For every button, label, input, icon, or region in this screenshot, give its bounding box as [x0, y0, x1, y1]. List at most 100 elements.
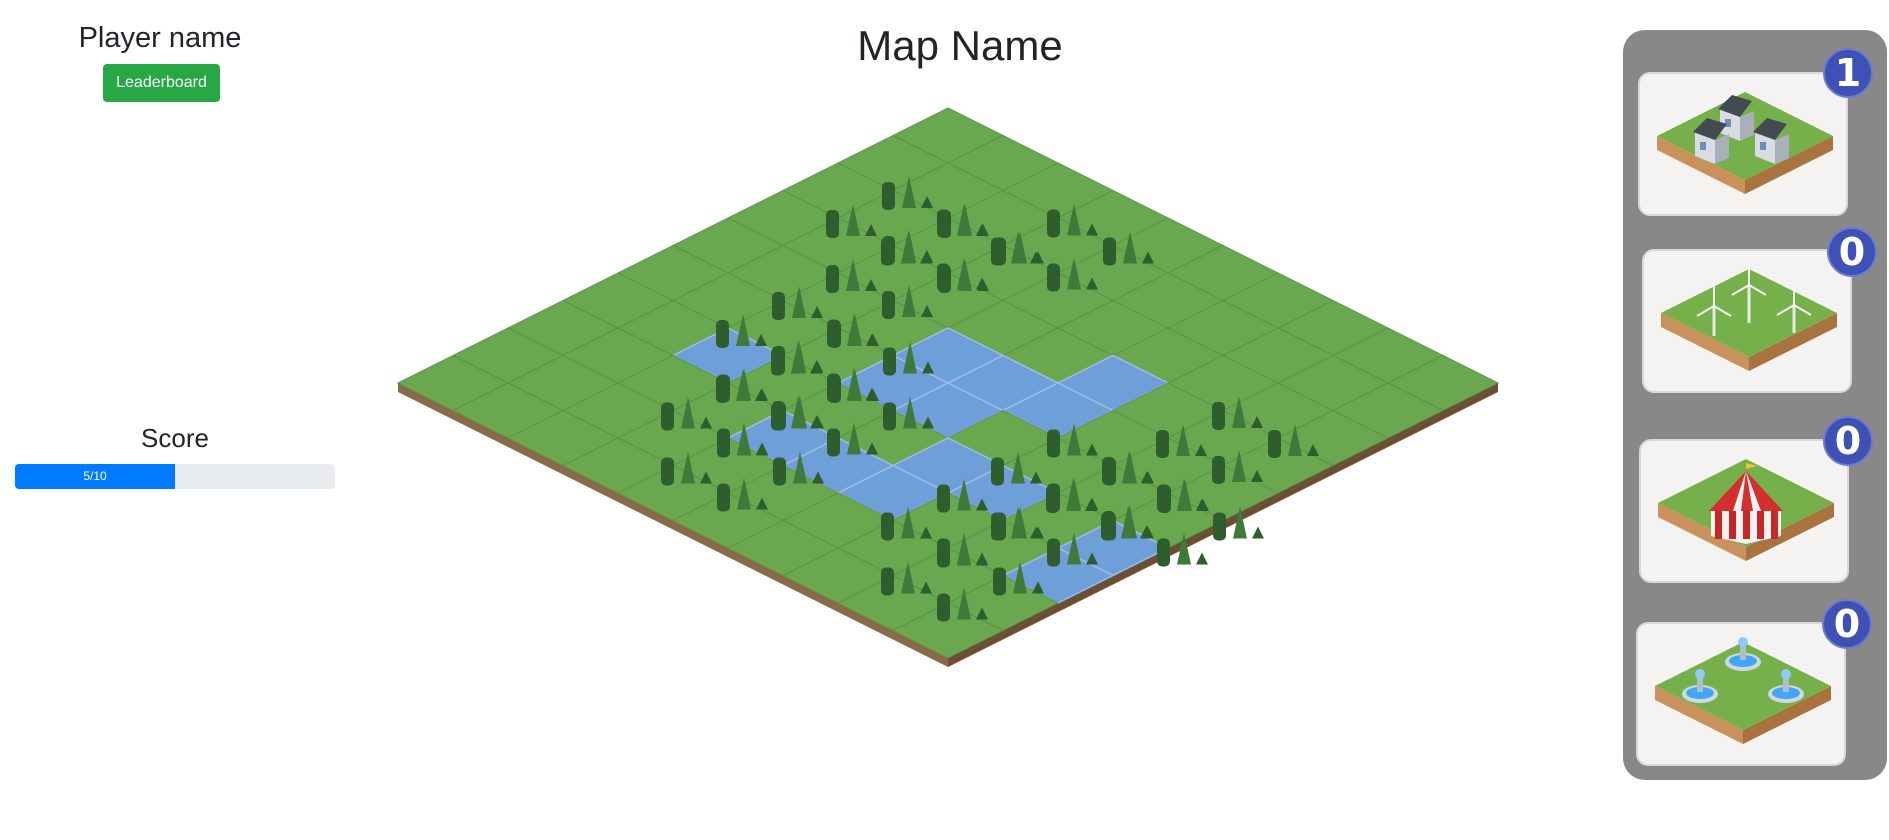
- tree: [883, 347, 896, 376]
- tile-side: [1749, 313, 1837, 371]
- tile-side: [1745, 136, 1833, 194]
- tree: [847, 422, 861, 455]
- tile-side: [1657, 136, 1745, 194]
- tile-side: [1661, 313, 1749, 371]
- tree: [1067, 532, 1081, 565]
- tree: [793, 451, 807, 484]
- fountains-count-badge: 0: [1822, 599, 1872, 649]
- tree: [827, 374, 840, 403]
- tree: [1086, 277, 1098, 290]
- tree: [812, 471, 824, 484]
- fountain-spray: [1738, 637, 1748, 647]
- fountain-spray: [1695, 669, 1705, 679]
- tree: [1047, 538, 1060, 567]
- tree: [1103, 237, 1116, 266]
- tree: [991, 457, 1004, 486]
- tree: [1176, 424, 1190, 456]
- building-card-fountains[interactable]: [1636, 622, 1846, 766]
- tree: [827, 428, 840, 457]
- score-label: Score: [141, 423, 209, 453]
- tree: [938, 265, 951, 293]
- tree: [1122, 451, 1136, 483]
- tree: [1212, 402, 1225, 430]
- tree: [1142, 251, 1154, 264]
- tile-side: [1743, 686, 1831, 744]
- tree: [1288, 424, 1302, 456]
- tree: [811, 361, 823, 373]
- tree: [1251, 470, 1263, 482]
- tree: [993, 567, 1006, 596]
- tree: [937, 484, 950, 513]
- tree: [1232, 396, 1246, 428]
- tree: [1252, 526, 1264, 539]
- tree: [1030, 471, 1042, 484]
- tree: [1047, 263, 1060, 292]
- tent-roof-stripe: [1733, 471, 1746, 511]
- tree: [922, 361, 934, 374]
- tent-stripe: [1715, 511, 1722, 539]
- building-card-windmills[interactable]: [1642, 249, 1852, 393]
- tree: [737, 423, 751, 456]
- tree-cluster: [991, 478, 1154, 567]
- tent-roof-stripe: [1746, 471, 1761, 511]
- tree: [901, 506, 915, 539]
- fountain-water: [1729, 655, 1757, 667]
- tree: [792, 286, 806, 318]
- tree: [1123, 506, 1137, 539]
- tree: [717, 483, 730, 512]
- tent-flag: [1746, 463, 1757, 469]
- tree-cluster: [1156, 396, 1319, 484]
- tree: [756, 443, 768, 456]
- tree: [958, 259, 972, 291]
- tree: [756, 388, 768, 401]
- tree: [772, 292, 785, 320]
- house-roof: [1718, 95, 1752, 117]
- tree: [1086, 223, 1098, 236]
- tree: [1157, 538, 1170, 567]
- tree: [1032, 526, 1044, 539]
- tree: [826, 265, 839, 293]
- tent-roof: [1709, 471, 1783, 511]
- isometric-map[interactable]: [0, 0, 1600, 700]
- tree: [846, 259, 860, 291]
- tree: [793, 396, 807, 429]
- tree: [1102, 457, 1115, 485]
- tree: [661, 402, 674, 431]
- building-card-houses[interactable]: [1638, 72, 1848, 216]
- tree: [1011, 451, 1025, 484]
- tree: [1047, 429, 1060, 458]
- leaderboard-button[interactable]: Leaderboard: [103, 64, 220, 102]
- tree: [847, 313, 861, 346]
- fountain-water: [1686, 687, 1714, 699]
- turbine-blade: [1731, 284, 1750, 296]
- tree: [902, 176, 916, 208]
- tree: [976, 498, 988, 511]
- tree: [1141, 471, 1153, 483]
- turbine-blade: [1713, 305, 1732, 317]
- tree: [902, 285, 916, 317]
- tile-side: [1655, 686, 1743, 744]
- tree: [700, 471, 712, 484]
- building-card-circus[interactable]: [1639, 439, 1849, 583]
- houses-count-badge: 1: [1823, 48, 1873, 98]
- tree: [993, 512, 1006, 541]
- tree: [1067, 423, 1081, 456]
- tree: [1177, 478, 1191, 511]
- house-window: [1725, 119, 1731, 127]
- turbine-blade: [1696, 305, 1715, 317]
- tree: [827, 319, 840, 348]
- fountain-spray: [1781, 669, 1791, 679]
- tile-side: [1746, 503, 1834, 561]
- tree: [882, 182, 895, 210]
- tree: [1268, 430, 1281, 458]
- tree: [1047, 484, 1060, 513]
- tree: [921, 305, 933, 317]
- score-progress: 5/10: [15, 464, 335, 489]
- tree: [811, 306, 823, 318]
- tree-cluster: [661, 423, 824, 512]
- fountain-column: [1783, 676, 1789, 692]
- building-panel: 1 0 0 0: [1623, 30, 1887, 780]
- tree: [1213, 512, 1226, 541]
- tree: [716, 320, 729, 348]
- tree: [920, 581, 932, 594]
